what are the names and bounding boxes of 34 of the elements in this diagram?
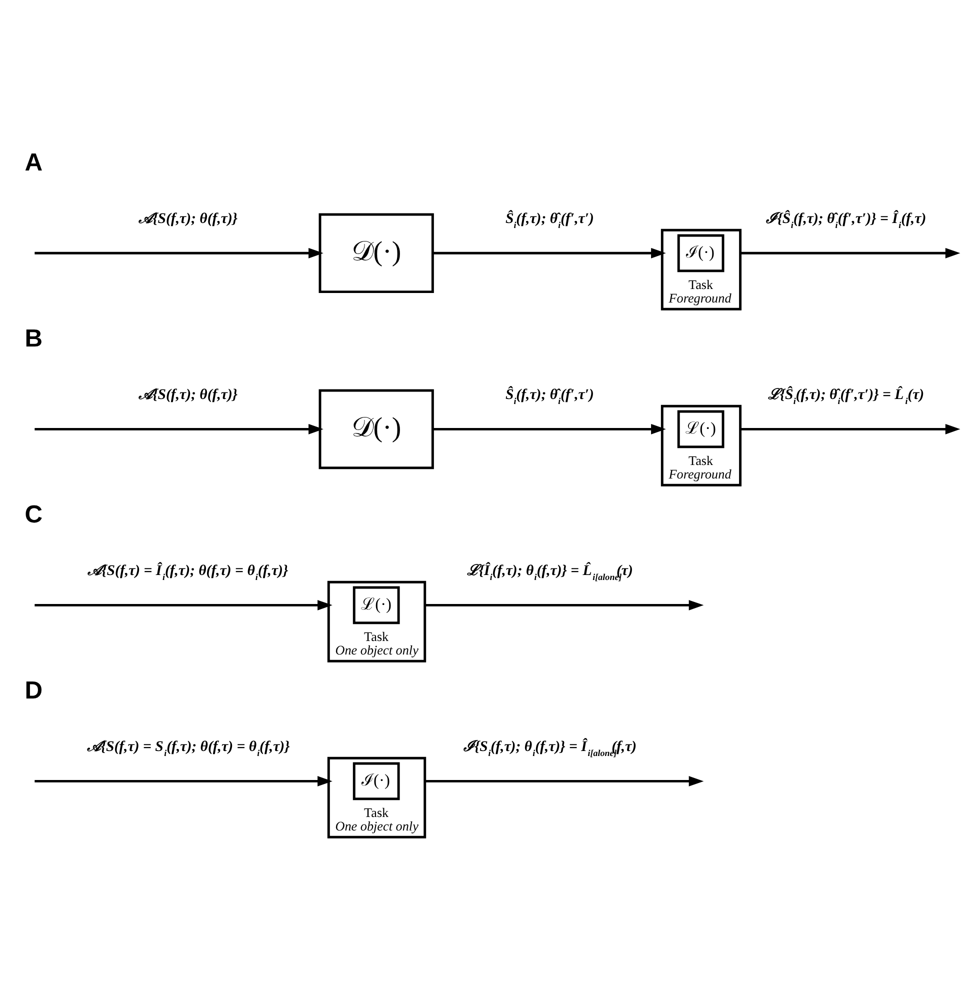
node-label: One object only xyxy=(335,818,418,834)
arrow xyxy=(740,424,960,434)
edge-label: ℒ{Ŝ$_{i}$(f,τ); θ̂$_{i}$(f′,τ′)} = L̂$_{i}$(τ) xyxy=(768,387,924,406)
arrow xyxy=(433,424,666,434)
edge-label: 𝒜{S(f,τ) = S$_{i}$(f,τ); θ(f,τ) = θ$_{i}$(f,τ)} xyxy=(86,739,290,758)
edge-label: ℐ{S$_{i}$(f,τ); θ$_{i}$(f,τ)} = Î$_{i[alone]}$(f,τ) xyxy=(464,739,637,758)
edge-label: Ŝ$_{i}$(f,τ); θ̂$_{i}$(f′,τ′) xyxy=(505,211,594,230)
arrow xyxy=(424,600,704,610)
node-box: 𝒟(·) xyxy=(318,389,434,470)
edge-label: 𝒜{S(f,τ) = Î$_{i}$(f,τ); θ(f,τ) = θ$_{i}$(f,τ)} xyxy=(88,563,288,582)
node-label: One object only xyxy=(335,642,418,658)
edge-label: 𝒜{S(f,τ); θ(f,τ)} xyxy=(138,211,238,228)
arrow xyxy=(34,776,332,786)
edge-label: 𝒜{S(f,τ); θ(f,τ)} xyxy=(138,387,238,404)
arrow xyxy=(740,248,960,258)
edge-label: ℐ{Ŝ$_{i}$(f,τ); θ̂$_{i}$(f′,τ′)} = Î$_{i}$(f,τ) xyxy=(766,211,926,230)
edge-label: Ŝ$_{i}$(f,τ); θ̂$_{i}$(f′,τ′) xyxy=(505,387,594,406)
node-box: ℐ(·) xyxy=(352,762,400,800)
node-box: ℒ(·) xyxy=(677,410,724,448)
node-box: 𝒟(·) xyxy=(318,213,434,294)
arrow xyxy=(34,600,332,610)
arrow xyxy=(424,776,704,786)
node-box: ℒ(·) xyxy=(352,586,400,624)
arrow xyxy=(433,248,666,258)
node-label: Foreground xyxy=(668,290,732,306)
node-label: Foreground xyxy=(668,466,732,482)
label: A xyxy=(24,149,43,176)
node-box: ℐ(·) xyxy=(677,234,724,272)
edge-label: ℒ{Î$_{i}$(f,τ); θ$_{i}$(f,τ)} = L̂$_{i[alone]}$(τ) xyxy=(466,563,633,582)
label: D xyxy=(24,678,43,705)
label: B xyxy=(24,326,43,353)
arrow xyxy=(34,248,324,258)
label: C xyxy=(24,502,43,529)
arrow xyxy=(34,424,324,434)
